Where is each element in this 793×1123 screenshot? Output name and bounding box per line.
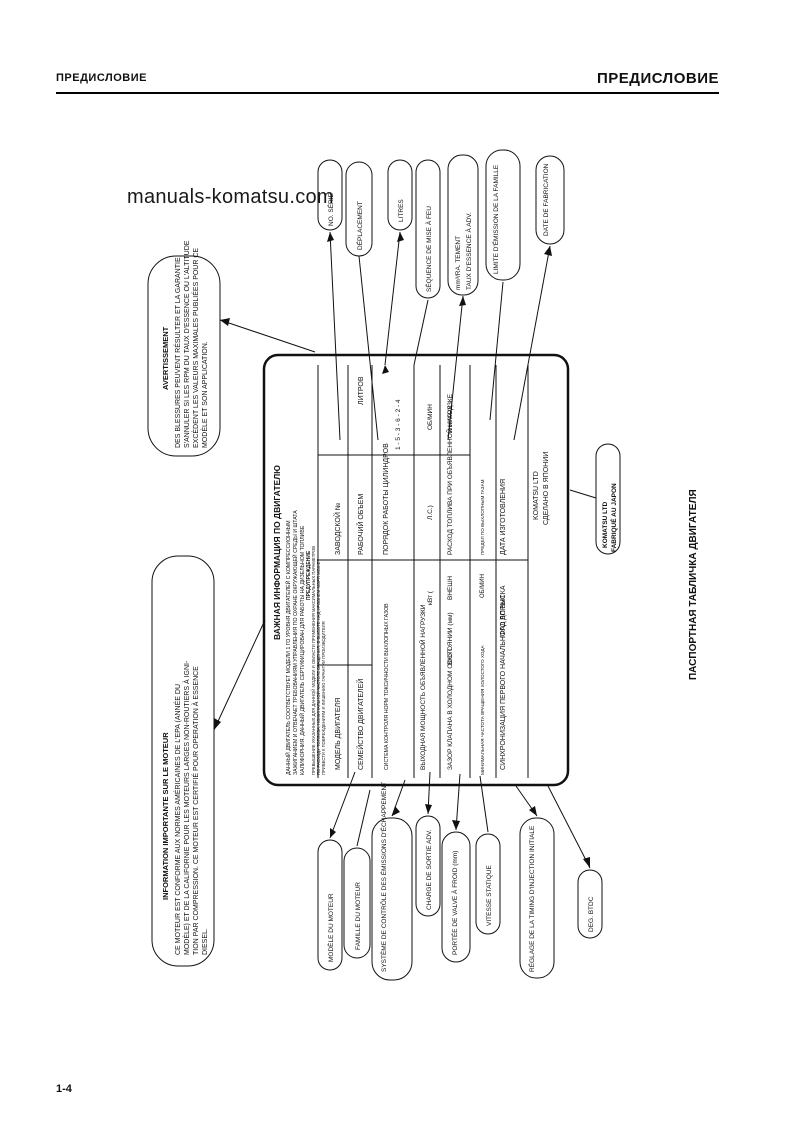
- label-bubble-power: [415, 815, 441, 917]
- info-note-title: INFORMATION IMPORTANTE SUR LE MOTEUR: [161, 732, 170, 900]
- warning-note-title: AVERTISSEMENT: [161, 326, 170, 390]
- label-bubble-firing-order: [415, 159, 441, 299]
- plate-valve: ЗАЗОР КЛАПАНА В ХОЛОДНОМ СОСТОЯНИИ (мм): [447, 612, 454, 770]
- info-note-line-1: CE MOTEUR EST CONFORME AUX NORMES AMÉRIC…: [173, 684, 182, 955]
- warning-note-line-3: EXCÈDENT LES VALEURS MAXIMALES PUBLIÉES …: [191, 248, 200, 448]
- bottom-label-btdc: DEG. BTDC: [588, 896, 595, 932]
- label-bubble-timing: [519, 817, 555, 979]
- plate-serial: ЗАВОДСКОЙ №: [333, 503, 342, 555]
- plate-warning-head: ПРЕДУПРЕЖДЕНИЕ: [306, 550, 312, 600]
- label-bubble-idle: [475, 833, 501, 935]
- plate-displacement: РАБОЧИЙ ОБЪЕМ: [356, 494, 365, 555]
- page-number: 1-4: [56, 1083, 72, 1095]
- plate-firing-order-value: 1 - 5 - 3 - 6 - 2 - 4: [395, 399, 402, 450]
- info-note-bubble: [151, 555, 215, 967]
- info-note-line-2: MODÈLE) ET DE LA CALIFORNIE POUR LES MOT…: [182, 660, 191, 955]
- bottom-label-idle: VITESSE STATIQUE: [486, 865, 493, 926]
- plate-intro-line-3: КАЛИФОРНИЯ. ДАННЫЙ ДВИГАТЕЛЬ СЕРТИФИЦИРО…: [298, 525, 306, 775]
- maker-label-1: KOMATSU LTD: [602, 501, 609, 548]
- top-label-serial: NO. SÉRIE: [326, 192, 335, 226]
- plate-power: ВЫХОДНАЯ МОЩНОСТЬ ОБЪЯВЛЕННОЙ НАГРУЗКИ: [418, 604, 427, 770]
- top-label-litres: LITRES: [398, 199, 405, 222]
- top-label-emission-limit: LIMITE D'ÉMISSION DE LA FAMILLE: [491, 164, 500, 274]
- plate-displacement-unit: ЛИТРОВ: [358, 376, 365, 405]
- plate-fuel: РАСХОД ТОПЛИВА ПРИ ОБЪЯВЛЕННОЙ НАГРУЗКЕ: [445, 393, 454, 555]
- plate-model: МОДЕЛЬ ДВИГАТЕЛЯ: [335, 698, 342, 770]
- top-label-date: DATE DE FABRICATION: [543, 163, 550, 236]
- figure-caption: ПАСПОРТНАЯ ТАБЛИЧКА ДВИГАТЕЛЯ: [688, 489, 699, 680]
- plate-power-hp: Л.С.): [427, 505, 434, 520]
- plate-timing: СИНХРОНИЗАЦИЯ ПЕРВОГО НАЧАЛЬНОГО ВПРЫСКА: [500, 585, 507, 770]
- info-note-line-3: TION PAR COMPRESSION. CE MOTEUR EST CERT…: [191, 666, 200, 955]
- label-bubble-fuel-rate: [447, 154, 479, 296]
- bottom-label-valve: PORTÉE DE VALVE À FROID (mm): [450, 851, 459, 955]
- plate-family: СЕМЕЙСТВО ДВИГАТЕЛЕЙ: [356, 679, 365, 770]
- label-bubble-emission-limit: [485, 149, 521, 281]
- plate-firing-order: ПОРЯДОК РАБОТЫ ЦИЛИНДРОВ: [383, 443, 390, 555]
- plate-warning-line-1: ПРЕВЫШЕНИЕ УКАЗАННЫХ ДЛЯ ДАННОЙ МОДЕЛИ И…: [311, 546, 316, 775]
- bottom-label-timing: RÉGLAGE DE LA TIMING D'INJECTION INITIAL…: [527, 825, 536, 972]
- bottom-label-power: CHARGE DE SORTIE ADV.: [426, 829, 433, 910]
- bottom-label-emission-system: SYSTÈME DE CONTRÔLE DES ÉMISSIONS D'ÉCHA…: [379, 782, 388, 972]
- watermark: manuals-komatsu.com: [127, 186, 334, 208]
- plate-valve-in: ВНУТ: [447, 648, 454, 665]
- label-bubble-valve: [441, 831, 471, 963]
- label-bubble-model: [317, 839, 343, 971]
- warning-note-line-1: DES BLESSURES PEUVENT RÉSULTER ET LA GAR…: [173, 257, 182, 448]
- header-left-title: ПРЕДИСЛОВИЕ: [56, 72, 147, 84]
- label-bubble-serial: [317, 159, 343, 231]
- warning-note-line-2: S'ANNULER SI LES RPM DU TAUX D'ESSENCE O…: [184, 240, 191, 448]
- plate-intro-line-1: ДАННЫЙ ДВИГАТЕЛЬ СООТВЕТСТВУЕТ МОДЕЛИ 1 …: [284, 520, 292, 775]
- label-bubble-maker: [595, 443, 621, 555]
- plate-idle-unit: ОБ/МИН: [480, 574, 486, 598]
- label-bubble-litres: [387, 159, 413, 231]
- warning-note-bubble: [147, 255, 221, 457]
- label-bubble-date: [535, 155, 565, 245]
- top-label-displacement: DÉPLACEMENT: [355, 201, 364, 250]
- plate-warning-line-2: ПО РАСХОДУ ТОПЛИВА, НОМИНАЛЬНОЙ ЧАСТОТЕ …: [316, 559, 321, 775]
- header-right-title: ПРЕДИСЛОВИЕ: [596, 70, 719, 87]
- plate-title: ВАЖНАЯ ИНФОРМАЦИЯ ПО ДВИГАТЕЛЮ: [272, 465, 282, 640]
- plate-power-rpm: ОБ/МИН: [427, 404, 434, 430]
- top-label-fuel-stroke: mm³/RA. TEMENT: [455, 236, 462, 290]
- plate-valve-ex: ВНЕШН: [447, 576, 454, 600]
- header-rule: [56, 92, 719, 94]
- top-label-firing-order: SÉQUENCE DE MISE À FEU: [424, 206, 433, 292]
- plate-power-kw: кВт (: [427, 590, 434, 605]
- plate-maker: KOMATSU LTD: [533, 471, 540, 520]
- plate-emission-system: СИСТЕМА КОНТРОЛЯ НОРМ ТОКСИЧНОСТИ ВЫХЛОП…: [384, 603, 390, 770]
- info-note-line-4: DIESEL.: [202, 928, 209, 955]
- bottom-label-model: MODÈLE DU MOTEUR: [326, 893, 335, 962]
- plate-intro-line-2: ЗАЖИГАНИЕМ И ОТВЕЧАЕТ ТРЕБОВАНИЯМ УПРАВЛ…: [291, 510, 299, 775]
- plate-made-in: СДЕЛАНО В ЯПОНИИ: [543, 452, 550, 525]
- bottom-label-family: FAMILLE DU MOTEUR: [355, 882, 362, 950]
- plate-idle: МИНИМАЛЬНАЯ ЧАСТОТА ВРАЩЕНИЯ ХОЛОСТОГО Х…: [480, 645, 485, 775]
- plate-emission-limit: ПРЕДЕЛ ПО ВЫХЛОПНЫМ ГАЗАМ: [480, 479, 485, 555]
- plate-warning-line-3: ПРИВЕСТИ К ПОВРЕЖДЕНИЯМ И ЛИШЕНИЮ ГАРАНТ…: [321, 621, 326, 775]
- plate-date: ДАТА ИЗГОТОВЛЕНИЯ: [500, 479, 507, 555]
- top-label-fuel-rate: TAUX D'ESSENCE À ADV.: [464, 212, 473, 290]
- label-bubble-btdc: [577, 869, 603, 939]
- warning-note-line-4: MODÈLE ET SON APPLICATION.: [200, 341, 209, 448]
- maker-label-2: FABRIQUÉ AU JAPON: [609, 483, 618, 552]
- plate-timing-unit: ГРАД ДО ВМТ: [500, 595, 507, 638]
- label-bubble-family: [343, 847, 371, 959]
- label-bubble-emission-system: [371, 817, 413, 981]
- plate-fuel-unit: мм³/ХОД: [447, 405, 454, 432]
